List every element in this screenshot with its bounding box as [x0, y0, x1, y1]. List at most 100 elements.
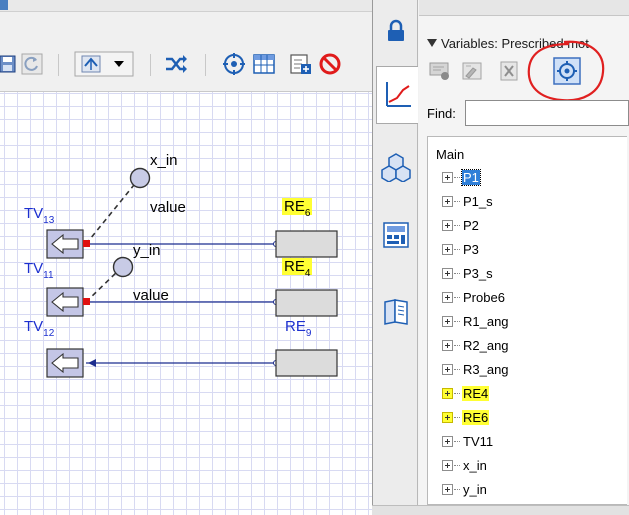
delete-variable-icon [500, 61, 518, 81]
tree-item-label: y_in [463, 481, 487, 497]
expand-icon[interactable] [442, 219, 453, 231]
shuffle-button[interactable] [163, 50, 189, 78]
tree-item-label: RE6 [462, 409, 490, 425]
y-in-link [85, 267, 122, 303]
variables-section-header[interactable]: Variables: Prescribed mot [427, 36, 589, 51]
tree-connector [454, 344, 460, 346]
tree-item-y-in[interactable]: y_in [442, 479, 488, 499]
value-label: value [133, 287, 169, 304]
tree-item-r2-ang[interactable]: R2_ang [442, 335, 510, 355]
tv11-label: TV11 [24, 260, 54, 281]
tree-connector [454, 248, 460, 250]
collapse-triangle-icon [427, 39, 437, 47]
tree-item-r3-ang[interactable]: R3_ang [442, 359, 510, 379]
refresh-button[interactable] [20, 50, 44, 78]
save-icon [0, 55, 16, 73]
tree-item-probe6[interactable]: Probe6 [442, 287, 506, 307]
tree-item-p2[interactable]: P2 [442, 215, 480, 235]
tv11-label-base: TV [24, 260, 44, 277]
table-button[interactable] [251, 50, 277, 78]
tab-panels[interactable] [376, 206, 416, 264]
x-in-node[interactable] [129, 167, 151, 189]
expand-icon[interactable] [442, 195, 453, 207]
tv11-block[interactable] [46, 287, 84, 317]
tree-item-p3[interactable]: P3 [442, 239, 480, 259]
crosshair-button[interactable] [221, 50, 247, 78]
window-icon [0, 0, 8, 10]
tree-item-label: P1_s [463, 193, 493, 209]
y-in-node[interactable] [112, 256, 134, 278]
re9-block[interactable] [275, 349, 338, 377]
tree-item-p3-s[interactable]: P3_s [442, 263, 494, 283]
expand-icon[interactable] [442, 459, 453, 471]
tv13-block[interactable] [46, 229, 84, 259]
tv12-label-base: TV [24, 318, 44, 335]
add-variable-button[interactable] [287, 50, 313, 78]
add-variable-icon [290, 54, 311, 74]
expand-icon[interactable] [442, 291, 453, 303]
edit-variable-button[interactable] [460, 58, 486, 84]
tree-item-re6[interactable]: RE6 [442, 407, 490, 427]
expand-icon[interactable] [442, 339, 453, 351]
tv12-block[interactable] [46, 348, 84, 378]
expand-icon[interactable] [442, 387, 453, 399]
panel-bottom-edge [372, 505, 629, 515]
expand-icon[interactable] [442, 267, 453, 279]
re4-label: RE4 [282, 258, 313, 279]
expand-icon[interactable] [442, 435, 453, 447]
tree-item-r1-ang[interactable]: R1_ang [442, 311, 510, 331]
toolbar-top-edge [0, 0, 372, 12]
tree-item-label: R3_ang [463, 361, 509, 377]
toolbar-separator [58, 54, 59, 76]
edit-variable-icon [462, 62, 482, 80]
re9-label-base: RE [285, 318, 306, 335]
tv13-label-base: TV [24, 205, 44, 222]
tree-item-x-in[interactable]: x_in [442, 455, 488, 475]
re9-label-sub: 9 [305, 328, 312, 339]
wire-arrowhead [88, 359, 96, 367]
expand-icon[interactable] [442, 315, 453, 327]
tree-item-label: TV11 [463, 433, 494, 449]
flip-icon [74, 51, 134, 77]
expand-icon[interactable] [442, 363, 453, 375]
locate-icon [553, 57, 581, 85]
tree-connector [454, 368, 460, 370]
tree-item-label: R1_ang [463, 313, 509, 329]
expand-icon[interactable] [442, 411, 453, 423]
flip-dropdown-button[interactable] [73, 50, 135, 78]
tree-item-tv11[interactable]: TV11 [442, 431, 494, 451]
re9-label: RE9 [285, 318, 311, 339]
tree-connector [454, 224, 460, 226]
tree-item-p1-s[interactable]: P1_s [442, 191, 494, 211]
expand-icon[interactable] [442, 243, 453, 255]
find-input[interactable] [465, 100, 629, 126]
tab-lock[interactable] [376, 2, 416, 60]
tab-documentation[interactable] [376, 282, 416, 340]
stop-button[interactable] [317, 50, 343, 78]
tree-root-main[interactable]: Main [436, 147, 465, 162]
tree-connector [454, 296, 460, 298]
tab-variables[interactable] [376, 66, 418, 124]
new-variable-button[interactable] [427, 58, 453, 84]
book-icon [384, 299, 408, 325]
re4-block[interactable] [275, 289, 338, 317]
tree-item-label: P2 [463, 217, 479, 233]
tree-item-p1[interactable]: P1 [442, 167, 481, 187]
toolbar-separator [150, 54, 151, 76]
delete-variable-button[interactable] [497, 58, 523, 84]
variables-tree[interactable]: Main P1 P1_s P2 P3 P3_s Probe6 R1_ang R2… [427, 136, 627, 505]
tree-item-label: x_in [463, 457, 487, 473]
save-button[interactable] [0, 50, 18, 78]
re6-label-base: RE [284, 198, 305, 215]
cubes-icon [381, 153, 411, 182]
x-in-link [85, 179, 139, 245]
locate-in-diagram-button[interactable] [552, 56, 582, 86]
expand-icon[interactable] [442, 171, 453, 183]
re6-block[interactable] [275, 230, 338, 258]
expand-icon[interactable] [442, 483, 453, 495]
new-variable-icon [429, 62, 449, 80]
tree-item-re4[interactable]: RE4 [442, 383, 490, 403]
tab-components[interactable] [376, 138, 416, 196]
tree-connector [454, 272, 460, 274]
